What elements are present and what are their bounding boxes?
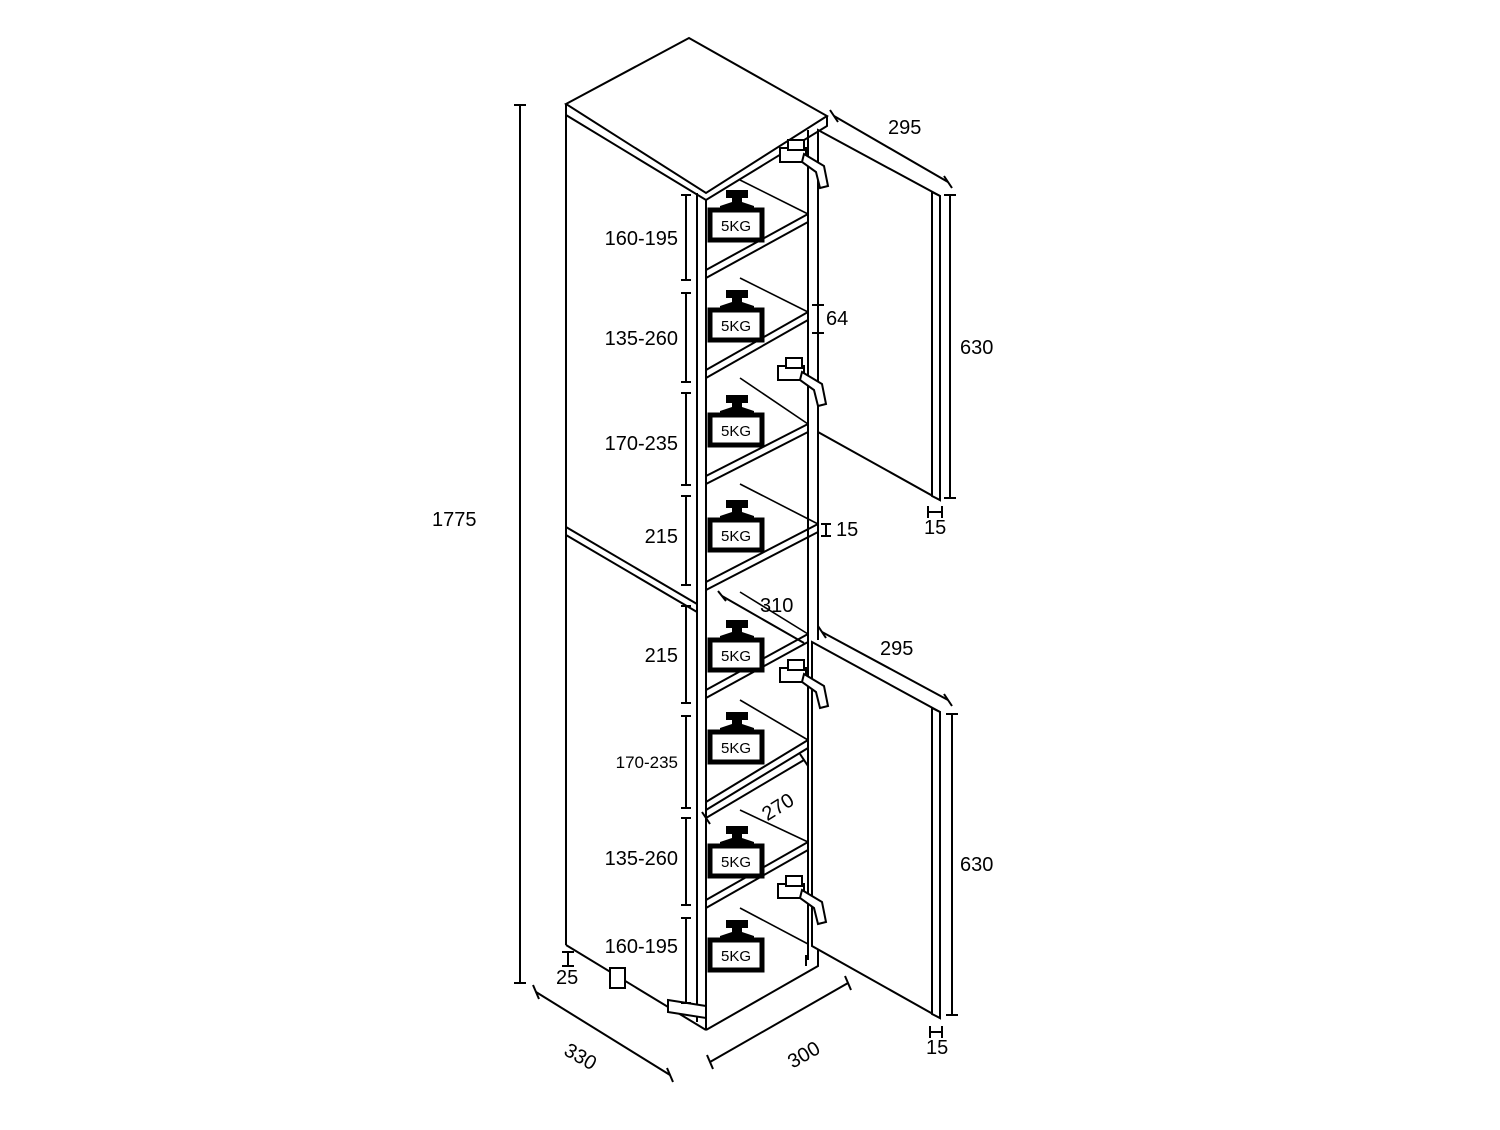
compartment-range-bracket — [681, 194, 691, 281]
weight-icon: 5KG — [707, 826, 765, 879]
weight-icon: 5KG — [707, 500, 765, 553]
compartment: 215 5KG — [645, 495, 765, 586]
weight-icon: 5KG — [707, 620, 765, 673]
hinge-icon — [777, 357, 828, 408]
upper-door-thickness-label: 15 — [924, 517, 946, 539]
compartment: 160-195 5KG — [605, 917, 765, 1004]
weight-load-label: 5KG — [721, 318, 751, 335]
foot-front — [667, 998, 707, 1020]
compartment-range-label: 135-260 — [605, 848, 678, 870]
lower-door — [811, 640, 941, 1020]
compartment-range-label: 215 — [645, 526, 678, 548]
compartment-range-label: 215 — [645, 645, 678, 667]
weight-load-label: 5KG — [721, 854, 751, 871]
lower-door-width-line — [821, 631, 949, 701]
shelves — [705, 179, 819, 945]
weight-load-label: 5KG — [721, 740, 751, 757]
side-panel-split-line — [565, 526, 698, 605]
weight-icon: 5KG — [707, 190, 765, 243]
shelf-4-center — [705, 483, 819, 591]
overall-width-label: 330 — [560, 1039, 600, 1075]
side-panel-split-line-2 — [565, 534, 698, 613]
weight-icon: 5KG — [707, 920, 765, 973]
inner-depth-label: 270 — [758, 789, 798, 825]
compartment-range-bracket — [681, 715, 691, 809]
compartment: 160-195 5KG — [605, 190, 765, 281]
overall-depth-label: 300 — [784, 1038, 824, 1074]
shelf-6 — [705, 699, 809, 811]
dimension-lines — [514, 104, 958, 1083]
compartment: 135-260 5KG — [605, 290, 765, 383]
width-dimension-line — [535, 991, 671, 1076]
compartment-range-bracket — [681, 392, 691, 486]
shelf-8 — [739, 907, 809, 945]
shelf-3 — [705, 377, 809, 485]
compartment-range-bracket — [681, 495, 691, 586]
base-front — [705, 950, 819, 1031]
compartment: 170-235 5KG — [616, 712, 765, 809]
compartment-range-bracket — [681, 605, 691, 704]
lower-door-thickness-label: 15 — [926, 1037, 948, 1059]
lower-door-edge — [931, 706, 941, 1020]
compartment-range-label: 170-235 — [605, 433, 678, 455]
compartment: 170-235 5KG — [605, 392, 765, 486]
upper-door-edge — [931, 190, 941, 502]
compartment-range-bracket — [681, 292, 691, 383]
compartments: 160-195 5KG 135-260 5KG 170-235 5KG 215 5KG 215 5… — [605, 190, 765, 1004]
hinge-icon — [779, 139, 830, 190]
compartment-range-bracket — [681, 917, 691, 1004]
lower-door-height-label: 630 — [960, 854, 993, 876]
hinge-icon — [779, 659, 830, 710]
weight-load-label: 5KG — [721, 648, 751, 665]
compartment-range-label: 170-235 — [616, 753, 678, 772]
hinges — [777, 139, 830, 926]
plinth-label: 25 — [556, 967, 578, 989]
compartment-range-label: 160-195 — [605, 936, 678, 958]
lower-door-width-label: 295 — [880, 638, 913, 660]
weight-icon: 5KG — [707, 290, 765, 343]
weight-load-label: 5KG — [721, 948, 751, 965]
hole-spacing-label: 64 — [826, 308, 848, 330]
compartment-range-bracket — [681, 817, 691, 906]
weight-icon: 5KG — [707, 712, 765, 765]
upper-door-height-label: 630 — [960, 337, 993, 359]
weight-load-label: 5KG — [721, 218, 751, 235]
upper-door-width-label: 295 — [888, 117, 921, 139]
hinge-icon — [777, 875, 828, 926]
depth-dimension-line — [709, 982, 849, 1063]
weight-load-label: 5KG — [721, 528, 751, 545]
weight-load-label: 5KG — [721, 423, 751, 440]
top-panel — [564, 36, 829, 195]
inner-width-label: 310 — [760, 595, 793, 617]
compartment-range-label: 135-260 — [605, 328, 678, 350]
lower-door-panel — [811, 640, 941, 1020]
side-panel-bottom-edge — [565, 944, 707, 1031]
compartment-range-label: 160-195 — [605, 228, 678, 250]
weight-icon: 5KG — [707, 395, 765, 448]
compartment: 135-260 5KG — [605, 817, 765, 906]
cabinet-body — [564, 36, 829, 1031]
compartment: 215 5KG — [645, 605, 765, 704]
upper-door-width-line — [833, 115, 949, 183]
overall-height-label: 1775 — [432, 509, 477, 531]
foot-left — [609, 967, 626, 989]
upper-door — [817, 128, 941, 502]
shelf-thickness-label: 15 — [836, 519, 858, 541]
